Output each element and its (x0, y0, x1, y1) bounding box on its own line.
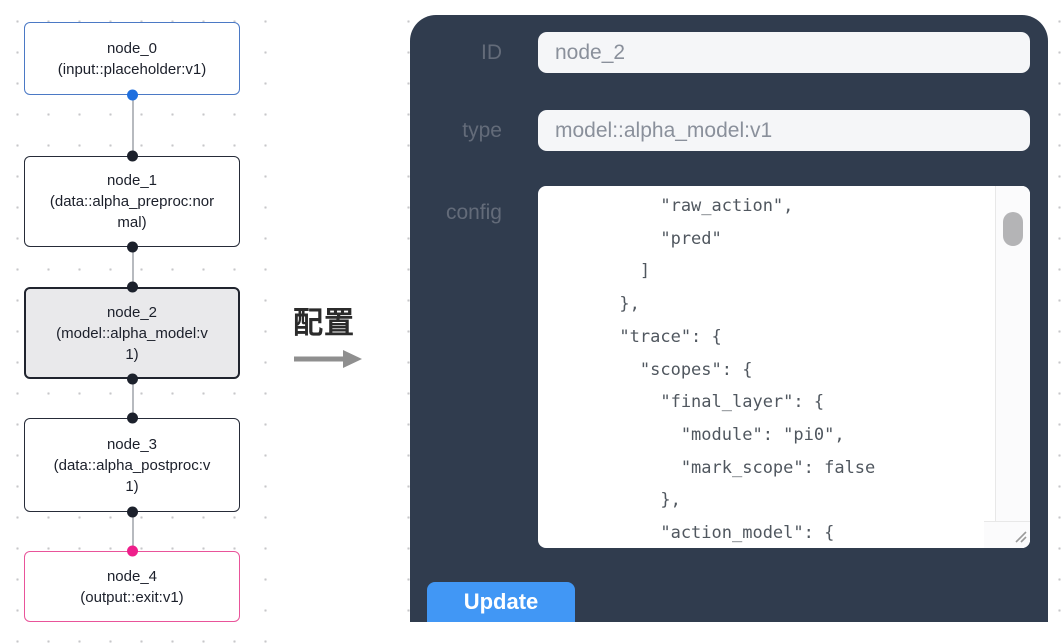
type-input[interactable] (538, 110, 1030, 151)
node-id-label: node_4 (106, 567, 158, 585)
config-scroll-corner (984, 521, 1030, 548)
edge-node1-node2 (132, 247, 134, 288)
config-scrollbar-thumb[interactable] (1003, 212, 1023, 246)
port-node1-in[interactable] (127, 150, 138, 162)
configure-label: 配置 (293, 307, 355, 340)
id-field-label: ID (481, 41, 502, 64)
config-json-content[interactable]: "raw_action", "pred" ] }, "trace": { "sc… (619, 196, 876, 544)
port-node0-out[interactable] (127, 89, 138, 101)
update-button[interactable]: Update (427, 582, 575, 622)
edge-node3-node4 (132, 512, 134, 552)
config-field-label: config (445, 201, 502, 224)
flow-node-node_2-selected[interactable]: node_2 (model::alpha_model:v1) (24, 287, 240, 379)
flow-node-node_4[interactable]: node_4 (output::exit:v1) (24, 551, 240, 622)
flow-node-node_3[interactable]: node_3 (data::alpha_postproc:v1) (24, 418, 240, 512)
node-config-panel: ID type config "raw_action", "pred" ] },… (410, 15, 1048, 622)
transition-annotation: 配置 (293, 298, 373, 370)
node-type-label: (input::placeholder:v1) (57, 60, 207, 78)
node-id-label: node_2 (106, 303, 158, 321)
right-arrow-icon (294, 350, 362, 368)
node-type-label: (output::exit:v1) (80, 588, 184, 606)
node-type-label: (data::alpha_preproc:normal) (49, 193, 215, 231)
port-node4-in[interactable] (127, 545, 138, 557)
port-node3-in[interactable] (127, 412, 138, 424)
port-node2-in[interactable] (127, 281, 138, 293)
flow-node-node_1[interactable]: node_1 (data::alpha_preproc:normal) (24, 156, 240, 247)
node-type-label: (model::alpha_model:v1) (56, 324, 208, 363)
port-node1-out[interactable] (127, 241, 138, 253)
port-node3-out[interactable] (127, 506, 138, 518)
config-textarea[interactable]: "raw_action", "pred" ] }, "trace": { "sc… (538, 186, 1030, 548)
flow-canvas[interactable]: node_0 (input::placeholder:v1) node_1 (d… (0, 0, 272, 643)
resize-handle-icon[interactable] (1012, 528, 1027, 543)
edge-node2-node3 (132, 379, 134, 419)
node-id-label: node_1 (106, 172, 158, 189)
node-id-label: node_0 (106, 39, 158, 57)
edge-node0-node1 (132, 95, 134, 157)
config-scrollbar[interactable] (995, 186, 1030, 548)
node-id-label: node_3 (106, 435, 158, 453)
port-node2-out[interactable] (127, 373, 138, 385)
type-field-label: type (462, 119, 502, 142)
config-canvas: ID type config "raw_action", "pred" ] },… (391, 0, 1062, 628)
node-type-label: (data::alpha_postproc:v1) (53, 456, 211, 495)
id-input[interactable] (538, 32, 1030, 73)
flow-node-node_0[interactable]: node_0 (input::placeholder:v1) (24, 22, 240, 95)
